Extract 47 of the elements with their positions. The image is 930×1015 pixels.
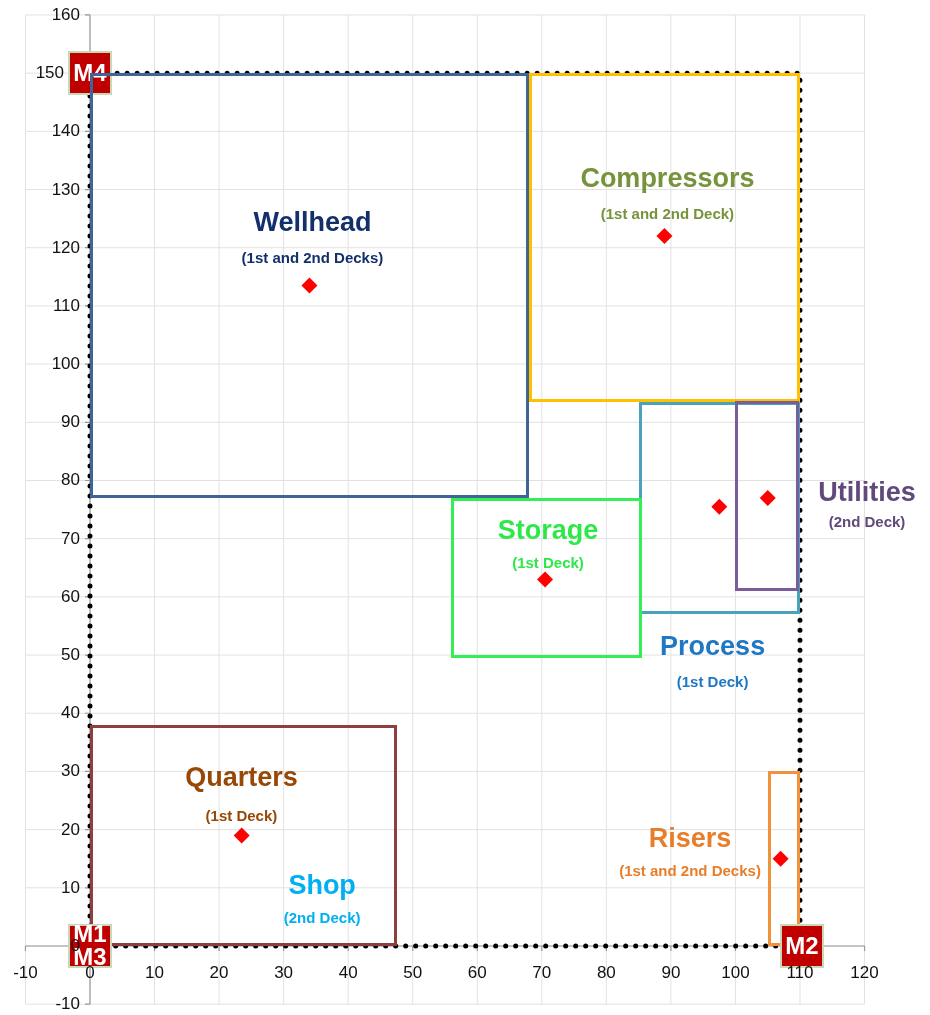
axis-tick-label: 80 [596,964,616,981]
axis-tick-label: 50 [403,964,423,981]
zone-title: Process [660,632,766,660]
axis-tick-label: 50 [61,646,80,664]
axis-tick-label: 20 [61,820,80,838]
zone-title: Utilities [818,478,916,506]
axis-tick-label: -10 [55,995,80,1013]
zone-title: Storage [497,516,599,544]
axis-tick-label: 60 [61,587,80,605]
zone-title: Wellhead [253,208,372,236]
axis-tick-label: 80 [61,471,80,489]
axis-tick-label: 70 [61,529,80,547]
zone-outline [451,497,642,658]
zone-subtitle: (2nd Deck) [283,909,361,925]
axis-tick-label: 100 [721,964,750,981]
axis-tick-label: 90 [61,413,80,431]
zone-title: Risers [648,824,732,852]
zone-subtitle: (1st Deck) [205,807,278,823]
zone-title: Quarters [185,763,298,791]
zone-subtitle: (1st and 2nd Deck) [600,205,735,221]
zone-title: Compressors [580,164,755,192]
axis-tick-label: 110 [52,296,80,314]
axis-tick-label: 30 [61,762,80,780]
axis-tick-label: 150 [35,64,64,82]
axis-tick-label: 90 [661,964,681,981]
zone-subtitle: (1st and 2nd Decks) [241,249,384,264]
axis-tick-label: 20 [209,964,229,981]
axis-tick-label: 140 [51,122,80,140]
axis-tick-label: 10 [145,964,164,981]
axis-tick-label: 30 [274,964,294,981]
axis-tick-label: 160 [51,5,80,23]
axis-tick-label: 100 [51,355,80,373]
zone-title: Shop [288,871,356,899]
axis-tick-label: 40 [61,704,80,722]
zone-subtitle: (2nd Deck) [828,513,906,529]
axis-tick-label: 130 [51,180,80,198]
zone-outline [528,73,800,402]
axis-tick-label: 40 [338,964,358,981]
axis-tick-label: 10 [61,878,80,896]
axis-tick-label: -10 [13,964,38,981]
axis-tick-label: 120 [51,238,80,256]
axis-tick-label: 60 [467,964,487,981]
zone-subtitle: (1st Deck) [676,673,749,689]
axis-tick-label: 70 [532,964,552,981]
zone-subtitle: (1st and 2nd Decks) [619,862,761,878]
axis-tick-label: 120 [850,964,879,981]
zone-subtitle: (1st Deck) [512,554,584,570]
